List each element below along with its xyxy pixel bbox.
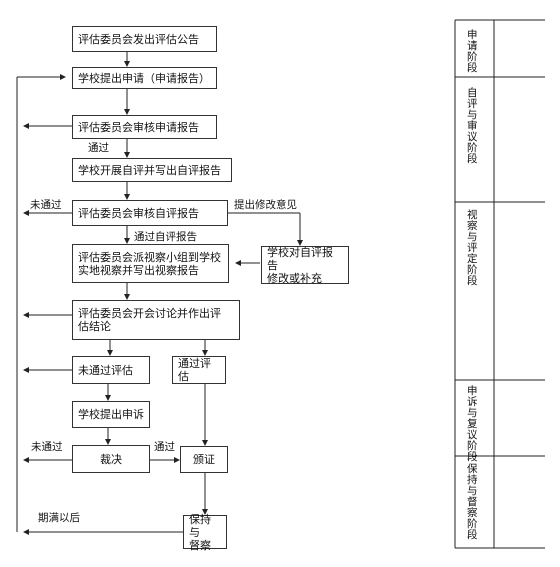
step-passed-evaluation: 通过评估 — [172, 356, 226, 384]
step-failed-evaluation-text: 未通过评估 — [78, 363, 133, 377]
step-site-inspection-text: 评估委员会派视察小组到学校 实地视察并写出视察报告 — [78, 250, 221, 277]
stage-maintain-supervise: 保持与督察阶段 — [467, 463, 478, 541]
stage-inspection-assessment: 视察与评定阶段 — [467, 209, 478, 287]
stage-appeal-reconsideration: 申诉与复议阶段 — [467, 385, 478, 463]
step-committee-decision: 评估委员会开会讨论并作出评 估结论 — [72, 300, 240, 340]
step-publish-announcement: 评估委员会发出评估公告 — [72, 26, 217, 52]
step-school-application-text: 学校提出申请（申请报告） — [78, 71, 210, 85]
step-failed-evaluation: 未通过评估 — [72, 356, 150, 384]
step-review-application: 评估委员会审核申请报告 — [72, 115, 217, 139]
step-review-self-report-text: 评估委员会审核自评报告 — [78, 206, 199, 220]
label-after-expiry: 期满以后 — [38, 512, 80, 524]
label-pass-self-report: 通过自评报告 — [134, 231, 197, 243]
label-pass-ruling: 通过 — [154, 441, 175, 453]
stage-self-evaluation-review: 自评与审议阶段 — [467, 87, 478, 165]
step-self-evaluation: 学校开展自评并写出自评报告 — [72, 158, 232, 182]
step-ruling: 裁决 — [72, 445, 150, 473]
step-award-certificate-text: 颁证 — [193, 453, 215, 466]
step-maintain-supervise-text: 保持与 督察 — [189, 512, 211, 552]
label-pass-application: 通过 — [88, 142, 109, 154]
stage-application: 申请阶段 — [467, 29, 478, 74]
label-fail-ruling: 未通过 — [31, 441, 63, 453]
step-site-inspection: 评估委员会派视察小组到学校 实地视察并写出视察报告 — [72, 244, 229, 283]
step-school-application: 学校提出申请（申请报告） — [72, 67, 217, 89]
step-review-application-text: 评估委员会审核申请报告 — [78, 120, 199, 134]
step-committee-decision-text: 评估委员会开会讨论并作出评 估结论 — [78, 307, 221, 333]
step-review-self-report: 评估委员会审核自评报告 — [72, 200, 228, 226]
step-school-appeal-text: 学校提出申诉 — [78, 408, 144, 421]
step-revise-report-text: 学校对自评报告 修改或补充 — [267, 245, 333, 285]
step-self-evaluation-text: 学校开展自评并写出自评报告 — [78, 163, 221, 177]
label-request-revision: 提出修改意见 — [234, 199, 297, 211]
step-award-certificate: 颁证 — [180, 446, 228, 473]
step-passed-evaluation-text: 通过评估 — [178, 357, 211, 383]
label-fail-self-report: 未通过 — [30, 199, 62, 211]
step-maintain-supervise: 保持与 督察 — [183, 512, 227, 552]
step-ruling-text: 裁决 — [100, 452, 122, 466]
step-school-appeal: 学校提出申诉 — [72, 401, 150, 428]
step-publish-announcement-text: 评估委员会发出评估公告 — [78, 32, 199, 46]
step-revise-report: 学校对自评报告 修改或补充 — [261, 245, 349, 285]
